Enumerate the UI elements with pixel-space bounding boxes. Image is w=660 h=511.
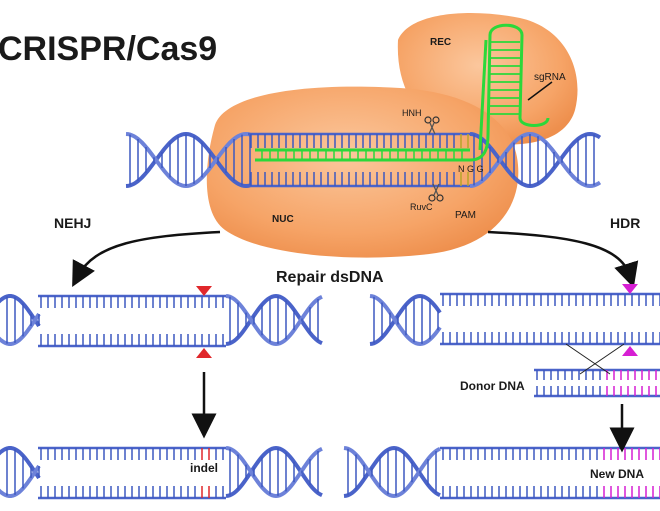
nehj-cut-dna bbox=[0, 293, 323, 348]
donor-dna bbox=[534, 368, 660, 398]
guide-rna-rungs bbox=[261, 41, 520, 160]
donor-label: Donor DNA bbox=[460, 379, 525, 393]
page-title: CRISPR/Cas9 bbox=[0, 30, 217, 68]
new-dna-label: New DNA bbox=[590, 467, 644, 481]
ruvc-label: RuvC bbox=[410, 202, 433, 212]
ruvc-scissors-icon bbox=[428, 183, 444, 202]
hdr-cut-dna bbox=[369, 292, 660, 347]
helix-strand bbox=[225, 446, 323, 499]
helix-strand bbox=[369, 293, 442, 346]
pam-label: PAM bbox=[455, 210, 476, 221]
hdr-cut-marker-top bbox=[622, 284, 638, 294]
hdr-cut-marker-bottom bbox=[622, 346, 638, 356]
sgrna-pointer bbox=[527, 81, 553, 101]
target-dna bbox=[125, 131, 602, 189]
helix-strand bbox=[343, 445, 441, 498]
repair-label: Repair dsDNA bbox=[276, 269, 384, 286]
hdr-arrow bbox=[487, 230, 639, 288]
ngg-label: N G G bbox=[458, 164, 484, 174]
indel-label: indel bbox=[190, 461, 218, 475]
helix-strand bbox=[225, 293, 323, 346]
helix-strand bbox=[469, 131, 602, 189]
sgrna-label: sgRNA bbox=[534, 72, 566, 83]
hdr-label: HDR bbox=[610, 215, 640, 231]
helix-strand bbox=[225, 294, 323, 347]
helix-strand bbox=[469, 131, 602, 189]
crossover-line-2 bbox=[579, 343, 625, 375]
nehj-cut-marker-top bbox=[196, 286, 212, 296]
guide-rna bbox=[255, 23, 550, 162]
hnh-scissors-icon bbox=[424, 116, 440, 135]
rec-label: REC bbox=[430, 37, 451, 48]
helix-strand bbox=[343, 446, 441, 499]
crossover-line-1 bbox=[565, 343, 611, 375]
nehj-cut-marker-bottom bbox=[196, 348, 212, 358]
nehj-arrow bbox=[72, 230, 221, 288]
helix-strand bbox=[225, 445, 323, 498]
helix-strand bbox=[369, 294, 442, 347]
nuc-label: NUC bbox=[272, 214, 294, 225]
hnh-label: HNH bbox=[402, 108, 422, 118]
nehj-label: NEHJ bbox=[54, 215, 91, 231]
nehj-result-dna bbox=[0, 445, 323, 500]
